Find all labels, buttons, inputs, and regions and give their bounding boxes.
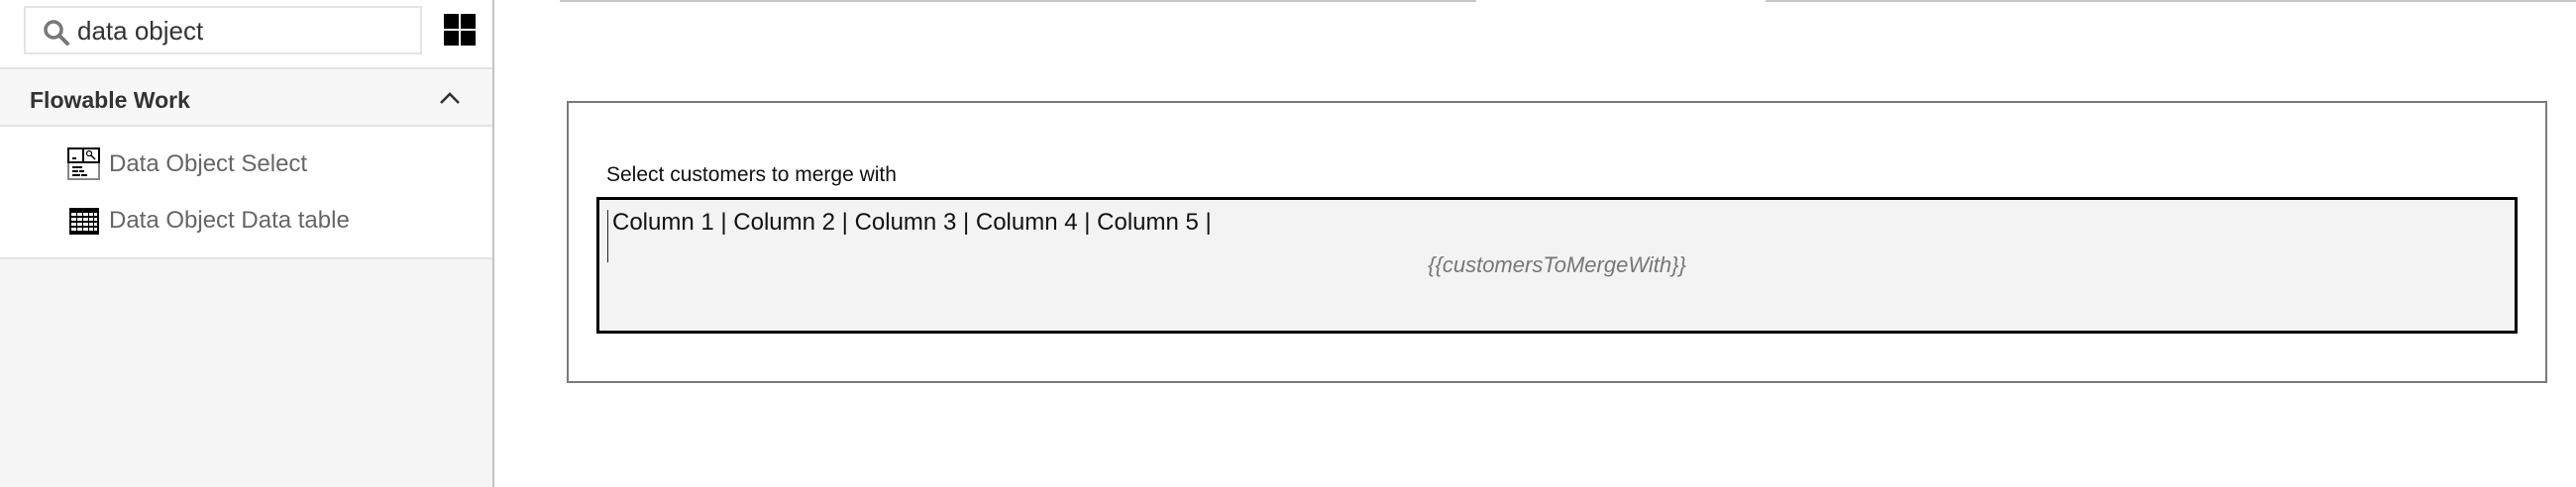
grid-view-toggle-button[interactable] [444,14,476,46]
palette-item-data-object-data-table[interactable]: Data Object Data table [67,201,464,241]
palette-item-label: Data Object Select [109,150,308,177]
grid-icon [461,31,476,46]
data-table-icon [69,208,99,235]
table-column-headers: Column 1 | Column 2 | Column 3 | Column … [612,209,1212,236]
grid-icon [444,31,459,46]
data-object-data-table-field[interactable]: Column 1 | Column 2 | Column 3 | Column … [596,197,2518,334]
tab-strip-border [1766,0,2576,2]
search-icon [44,20,69,46]
palette-item-data-object-select[interactable]: Data Object Select [67,145,464,184]
search-field[interactable] [24,6,422,54]
palette-item-label: Data Object Data table [109,207,350,234]
palette-search-bar [0,0,492,67]
data-object-select-icon [67,147,100,180]
tab-strip-border [560,0,1476,2]
search-input[interactable] [77,12,414,49]
text-caret [607,210,608,262]
grid-icon [461,14,476,29]
field-label: Select customers to merge with [606,163,897,186]
value-binding-placeholder: {{customersToMergeWith}} [1428,252,1686,277]
palette-group-header-flowable-work[interactable]: Flowable Work [0,67,492,127]
grid-icon [444,14,459,29]
palette-group-title: Flowable Work [30,87,190,113]
chevron-up-icon[interactable] [439,91,461,105]
palette-group-items: Data Object Select Data Object Data tabl… [0,127,492,259]
component-palette-sidebar: Flowable Work Data Object Select [0,0,494,487]
